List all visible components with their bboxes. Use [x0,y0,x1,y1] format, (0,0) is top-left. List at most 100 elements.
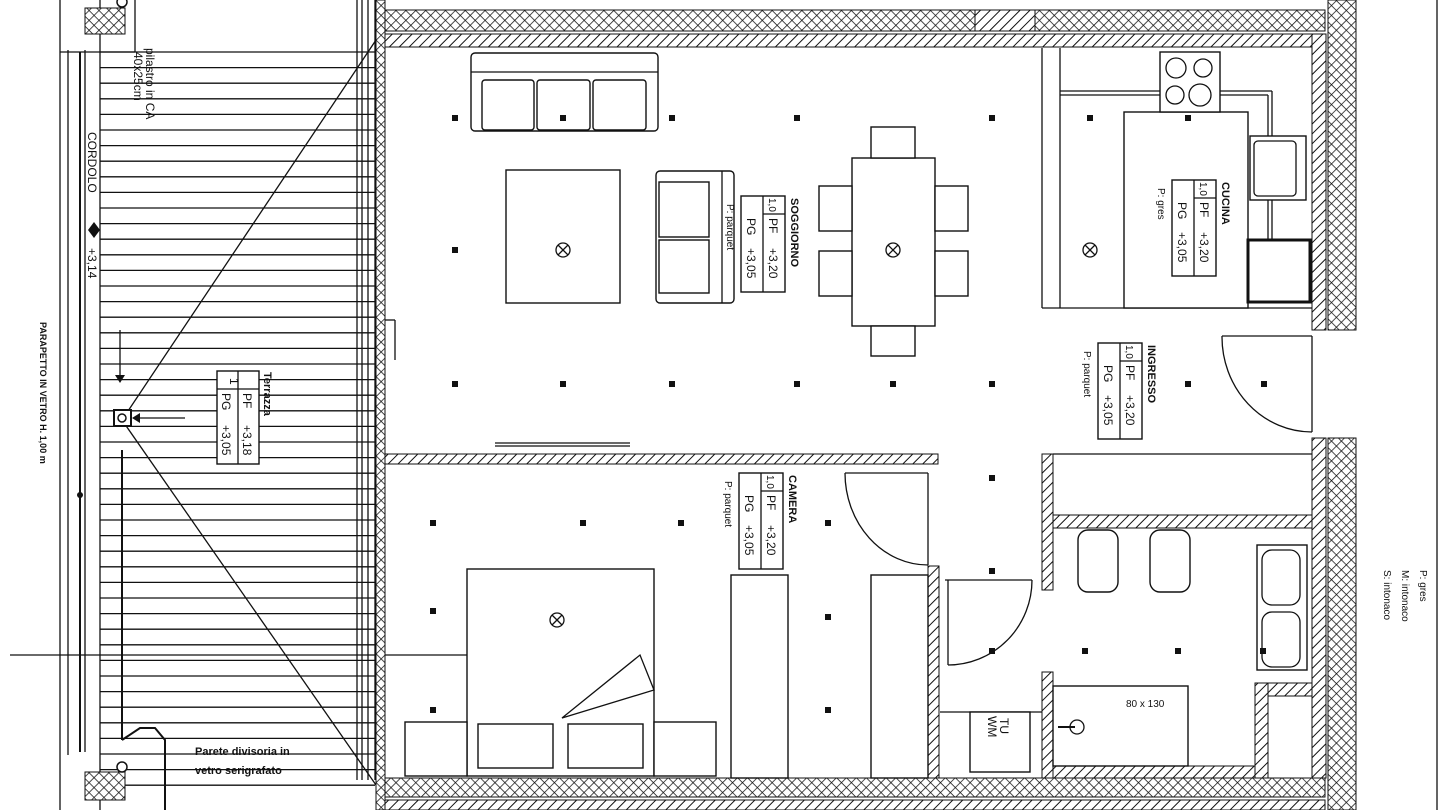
svg-text:+3,05: +3,05 [219,425,233,456]
bidet-icon [1149,529,1191,593]
finish-floor: P: gres [1417,570,1428,602]
room-tag-floor: P: parquet [1081,351,1092,397]
socket-icon [452,381,458,387]
bed [404,568,717,777]
room-tag-pf-val: +3,20 [1123,395,1137,426]
socket-icon [989,115,995,121]
socket-icon [825,707,831,713]
room-tag-name: SOGGIORNO [788,198,800,268]
socket-icon [1185,115,1191,121]
door-swing-icon[interactable] [1221,335,1313,433]
socket-icon [452,115,458,121]
socket-icon [989,381,995,387]
door-swing-icon[interactable] [945,579,1033,666]
toilet-icon [1077,529,1119,593]
socket-icon [580,520,586,526]
wardrobe [870,574,929,779]
socket-icon [890,381,896,387]
socket-icon [678,520,684,526]
socket-icon [560,115,566,121]
room-tag-pg-val: +3,05 [1101,395,1115,426]
room-tag-floor: P: parquet [724,204,735,250]
room-tag-floor: P: gres [1155,188,1166,220]
dining-table [818,126,969,357]
socket-icon [989,648,995,654]
svg-text:PF: PF [240,393,254,408]
laundry-label-wm: WM [985,716,999,737]
room-tag-floor: P: parquet [722,481,733,527]
socket-icon [669,381,675,387]
room-tag-index: 1,0 [766,198,777,212]
room-tag-pf: PF [1123,365,1137,380]
room-tag-pg: PG [744,218,758,235]
room-tag-name: CUCINA [1219,182,1231,225]
svg-text:PG: PG [219,393,233,410]
ceiling-light-icon [549,612,565,628]
room-tag-name: CAMERA [786,475,798,523]
socket-icon [560,381,566,387]
socket-icon [1082,648,1088,654]
terrace-edges [10,0,630,810]
room-tag-terrazza: Terrazza 1 PF +3,18 PG +3,05 [216,370,273,465]
room-tag-pf-val: +3,20 [764,525,778,556]
socket-icon [1087,115,1093,121]
sofa [470,52,659,132]
room-tag-pf: PF [1197,202,1211,217]
column-size-note: 40x25cm [131,52,145,101]
bathroom-fixtures [969,529,1308,773]
socket-icon [989,475,995,481]
door-swing-icon[interactable] [844,472,929,566]
armchair [655,170,735,304]
room-tag-index: 1,0 [1123,345,1134,359]
room-tag-pg: PG [742,495,756,512]
svg-text:1: 1 [227,378,241,385]
shower [1052,685,1189,767]
walls [375,0,1357,810]
ceiling-light-icon [555,242,571,258]
shower-size: 80 x 130 [1126,699,1165,710]
socket-icon [794,381,800,387]
rug [505,169,621,304]
room-tag-index: 1,0 [1197,182,1208,196]
finish-ceiling: S: intonaco [1381,570,1392,620]
socket-icon [794,115,800,121]
partition-note-line1: Parete divisoria in [195,746,290,758]
room-tag-index: 1,0 [764,475,775,489]
room-tag-pg-val: +3,05 [1175,232,1189,263]
room-tag-ingresso: INGRESSO 1,0PF +3,20 PG +3,05 P: parquet [1081,342,1157,440]
svg-text:+3,18: +3,18 [240,425,254,456]
partition-note-line2: vetro serigrafato [195,765,282,777]
curb-label: CORDOLO [85,132,99,193]
column-note: pilastro in CA [143,48,157,119]
oven [1246,238,1312,304]
svg-text:Terrazza: Terrazza [261,372,273,417]
room-tag-pf-val: +3,20 [1197,232,1211,263]
socket-icon [430,707,436,713]
room-tag-pf-val: +3,20 [766,248,780,279]
socket-icon [825,614,831,620]
socket-icon [989,568,995,574]
room-tag-name: INGRESSO [1145,345,1157,404]
room-tag-pg: PG [1101,365,1115,382]
socket-icon [1260,648,1266,654]
socket-icon [1261,381,1267,387]
wardrobe [730,574,789,779]
ceiling-light-icon [885,242,901,258]
room-tag-pg-val: +3,05 [742,525,756,556]
level-marker-icon [88,222,100,238]
ceiling-light-icon [1082,242,1098,258]
socket-icon [825,520,831,526]
laundry-label-tu: TU [997,718,1011,734]
sink-icon [1249,135,1307,201]
socket-icon [669,115,675,121]
socket-icon [1175,648,1181,654]
finish-walls: M: intonaco [1399,570,1410,622]
socket-icon [452,247,458,253]
room-tag-camera: CAMERA 1,0PF +3,20 PG +3,05 P: parquet [722,472,798,570]
socket-icon [430,520,436,526]
room-tag-pf: PF [766,218,780,233]
room-tag-pf: PF [764,495,778,510]
